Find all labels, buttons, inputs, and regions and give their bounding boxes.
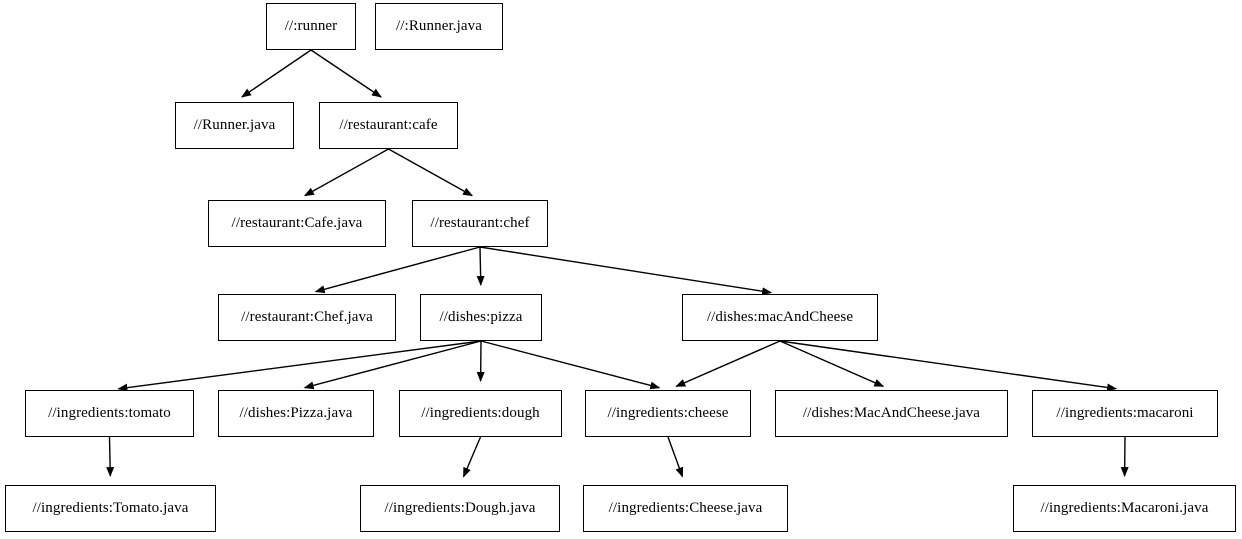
graph-node-cheese[interactable]: //ingredients:cheese xyxy=(585,390,751,437)
graph-node-dough_java[interactable]: //ingredients:Dough.java xyxy=(360,485,560,532)
graph-node-label: //restaurant:Chef.java xyxy=(241,309,373,325)
graph-node-label: //Runner.java xyxy=(193,117,276,133)
graph-node-label: //restaurant:Cafe.java xyxy=(231,215,363,231)
graph-node-label: //ingredients:Tomato.java xyxy=(32,500,189,516)
graph-node-macaroni_java[interactable]: //ingredients:Macaroni.java xyxy=(1013,485,1236,532)
graph-node-dough[interactable]: //ingredients:dough xyxy=(399,390,562,437)
graph-node-label: //dishes:MacAndCheese.java xyxy=(802,405,981,421)
graph-node-label: //:Runner.java xyxy=(396,18,482,34)
graph-node-label: //ingredients:dough xyxy=(421,405,540,421)
graph-node-tomato[interactable]: //ingredients:tomato xyxy=(25,390,194,437)
graph-node-label: //ingredients:Cheese.java xyxy=(608,500,763,516)
graph-node-cheese_java[interactable]: //ingredients:Cheese.java xyxy=(583,485,788,532)
graph-node-label: //:runner xyxy=(284,18,338,34)
graph-node-chef[interactable]: //restaurant:chef xyxy=(412,200,548,247)
graph-node-cafe[interactable]: //restaurant:cafe xyxy=(319,102,458,149)
graph-node-chef_java[interactable]: //restaurant:Chef.java xyxy=(218,294,396,341)
graph-node-label: //dishes:pizza xyxy=(439,309,523,325)
graph-node-runner_java[interactable]: //Runner.java xyxy=(175,102,294,149)
graph-node-label: //ingredients:macaroni xyxy=(1056,405,1194,421)
graph-node-label: //ingredients:Macaroni.java xyxy=(1040,500,1209,516)
graph-node-label: //dishes:macAndCheese xyxy=(706,309,854,325)
graph-node-label: //dishes:Pizza.java xyxy=(239,405,353,421)
graph-node-label: //ingredients:tomato xyxy=(48,405,171,421)
graph-node-pizza_java[interactable]: //dishes:Pizza.java xyxy=(218,390,374,437)
graph-node-macandcheese[interactable]: //dishes:macAndCheese xyxy=(682,294,878,341)
graph-node-label: //restaurant:cafe xyxy=(339,117,438,133)
graph-node-tomato_java[interactable]: //ingredients:Tomato.java xyxy=(5,485,216,532)
graph-node-macaroni[interactable]: //ingredients:macaroni xyxy=(1032,390,1218,437)
graph-node-macandcheese_java[interactable]: //dishes:MacAndCheese.java xyxy=(775,390,1008,437)
graph-node-cafe_java[interactable]: //restaurant:Cafe.java xyxy=(208,200,386,247)
graph-node-label: //ingredients:cheese xyxy=(607,405,729,421)
graph-node-label: //ingredients:Dough.java xyxy=(384,500,536,516)
graph-node-pizza[interactable]: //dishes:pizza xyxy=(420,294,542,341)
graph-node-runner[interactable]: //:runner xyxy=(266,3,356,50)
graph-node-label: //restaurant:chef xyxy=(430,215,530,231)
graph-node-root_runner_java[interactable]: //:Runner.java xyxy=(375,3,503,50)
